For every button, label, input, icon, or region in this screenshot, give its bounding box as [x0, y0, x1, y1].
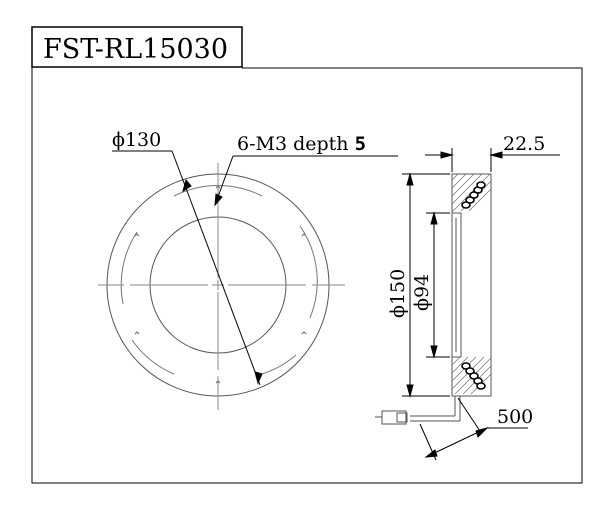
inner-diameter-label-side: ϕ94 — [411, 274, 433, 311]
cable — [375, 396, 461, 425]
cable-length-label: 500 — [497, 406, 533, 428]
outer-diameter-label-side: ϕ150 — [387, 269, 409, 318]
title-block: FST-RL15030 — [31, 26, 243, 68]
front-view-dimensions — [112, 150, 398, 386]
part-number-title: FST-RL15030 — [43, 34, 228, 65]
front-view — [98, 163, 345, 410]
side-view — [375, 173, 492, 425]
drawing-frame — [31, 67, 583, 484]
coil-bottom — [461, 362, 486, 390]
coil-top — [461, 181, 486, 209]
holes-callout-label: 6-M3 depth 5 — [237, 133, 366, 155]
side-view-dimensions — [402, 148, 560, 461]
mounting-holes — [134, 185, 307, 384]
outer-diameter-label-front: ϕ130 — [112, 129, 161, 151]
housing-outline — [451, 173, 492, 397]
center-lines — [98, 163, 345, 410]
thickness-label: 22.5 — [503, 133, 545, 155]
